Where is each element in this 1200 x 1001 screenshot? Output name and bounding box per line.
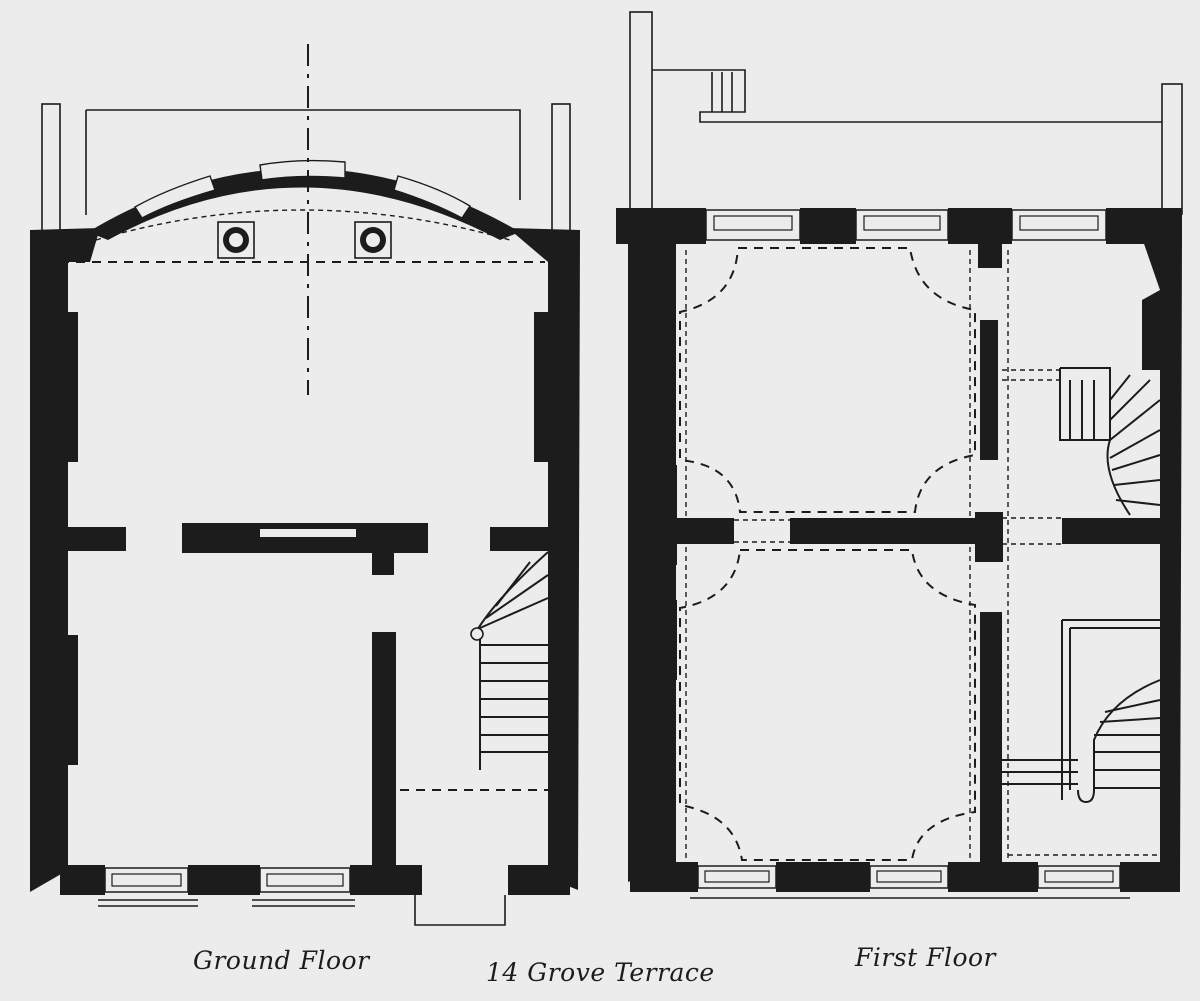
first-floor-caption: First Floor [855,943,997,972]
ground-staircase [470,551,549,770]
first-upper-staircase [1059,367,1161,516]
ground-floor-plan [30,44,580,926]
first-chimney-stacks [629,11,1183,215]
first-rear-windows [705,209,1107,241]
first-front-windows [690,865,1130,899]
first-exterior-walls [616,208,1182,892]
first-lower-staircase [1002,619,1161,804]
first-internal-walls [676,238,1160,862]
ground-exterior-walls [30,228,580,895]
first-ceiling-panels [679,247,1160,861]
drawing-title: 14 Grove Terrace [486,958,715,987]
first-floor-plan [616,11,1183,899]
ground-front-windows [98,867,506,926]
ground-floor-caption: Ground Floor [193,946,370,975]
ground-bow-window [60,159,545,263]
ground-columns [217,221,392,259]
ground-cross-wall [60,523,558,872]
